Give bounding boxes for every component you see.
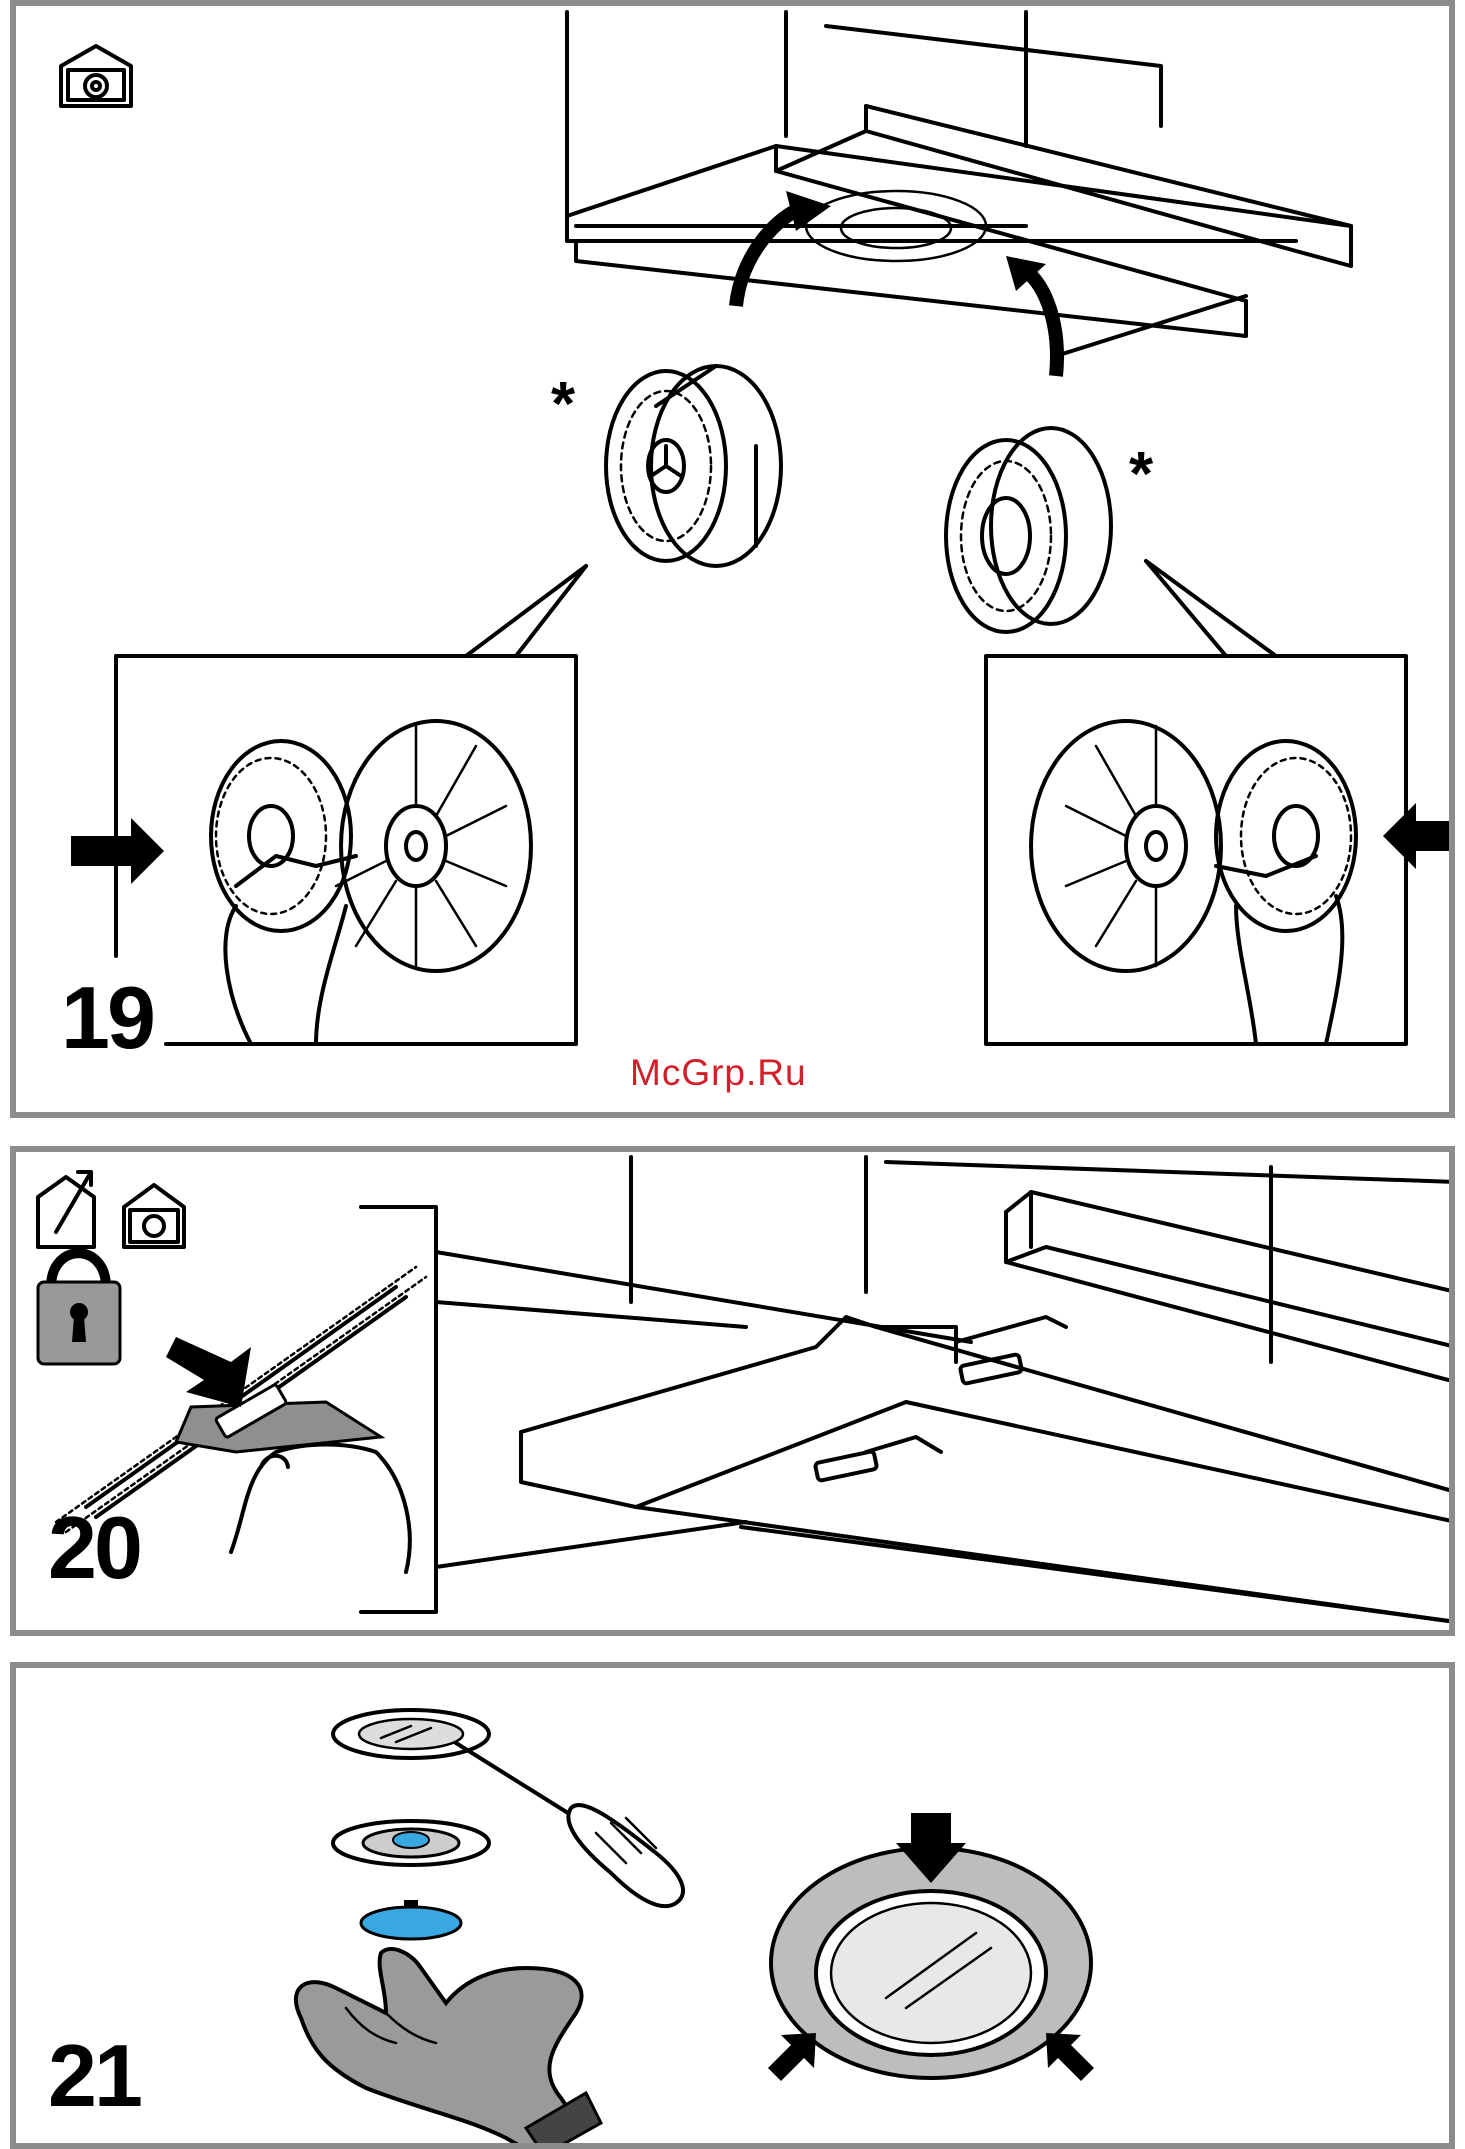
lamp-holder-icon (333, 1821, 489, 1865)
hood-front-drawing (521, 1157, 1455, 1622)
insert-arrow-right (1026, 271, 1057, 376)
led-bulb-icon (361, 1900, 461, 1939)
inset-right (986, 656, 1406, 1044)
asterisk-left: * (551, 374, 575, 436)
cooker-hood-drawing (567, 12, 1351, 356)
step-21-illustration (16, 1668, 1455, 2149)
push-arrow-right (1383, 803, 1455, 869)
inset-left (116, 656, 576, 1044)
step-19-panel: * * 19 (10, 0, 1455, 1118)
screwdriver-icon (456, 1743, 683, 1906)
step-19-illustration (16, 6, 1455, 1118)
step-number-21: 21 (48, 2032, 140, 2120)
press-arrow-right (1046, 2033, 1094, 2081)
padlock-icon (38, 1253, 120, 1364)
watermark: McGrp.Ru (630, 1052, 807, 1094)
carbon-filter-right (946, 428, 1111, 632)
press-arrow-left (768, 2033, 816, 2081)
recirculation-mode-icon (61, 46, 131, 106)
step-20-panel: 20 (10, 1146, 1455, 1636)
lamp-ring-icon (768, 1813, 1094, 2081)
step-number-19: 19 (61, 974, 153, 1062)
glove-hand-icon (296, 1949, 601, 2149)
step-21-panel: 21 (10, 1662, 1455, 2149)
extraction-mode-icon (38, 1172, 94, 1247)
step-20-illustration (16, 1152, 1455, 1636)
step-number-20: 20 (48, 1504, 140, 1592)
asterisk-right: * (1129, 444, 1153, 506)
carbon-filter-left (606, 366, 781, 566)
recirculation-mode-icon-2 (124, 1185, 184, 1247)
slide-arrow (166, 1337, 251, 1407)
